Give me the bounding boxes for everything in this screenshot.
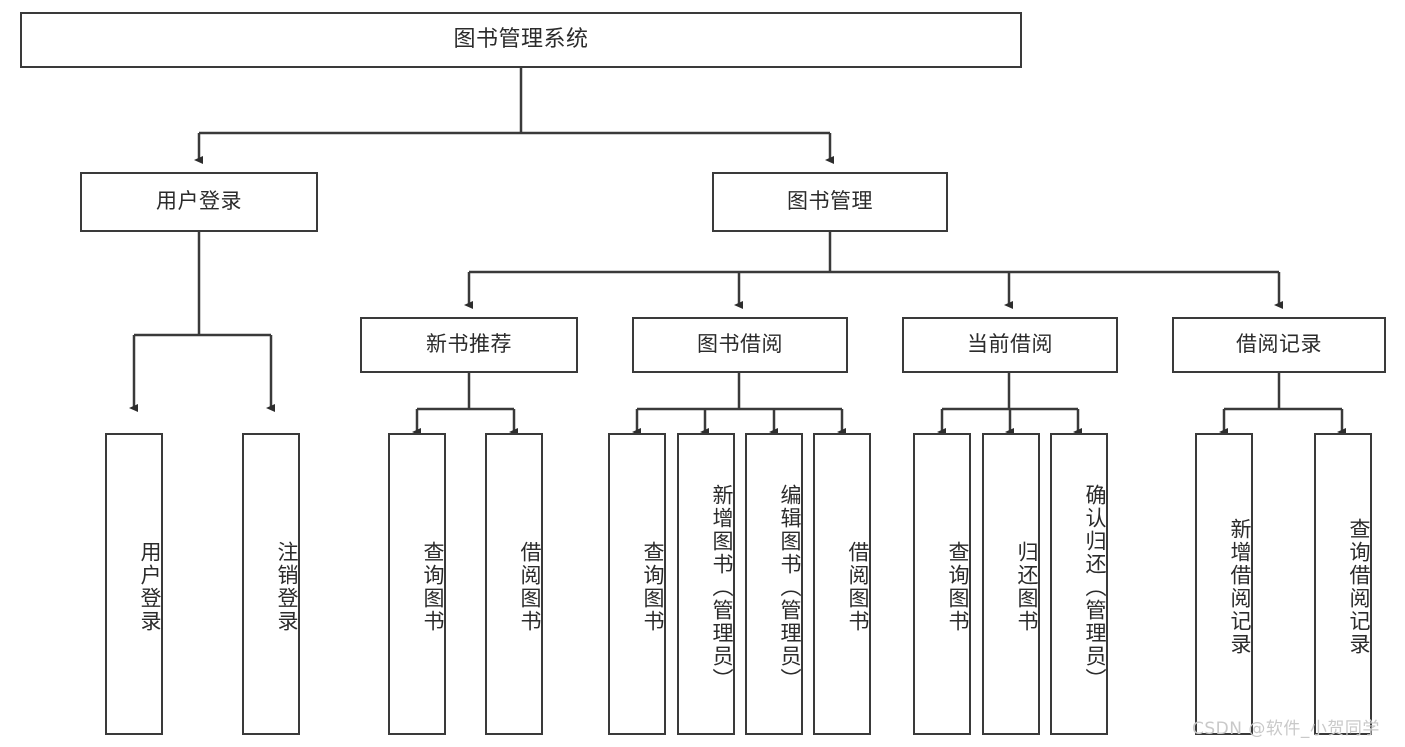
- node-leaf-return-book[interactable]: 归还图书: [982, 433, 1040, 735]
- node-label: 用户登录: [138, 541, 162, 633]
- node-label: 归还图书: [1015, 541, 1039, 633]
- csdn-watermark: CSDN @软件_小贺同学: [1192, 714, 1380, 739]
- node-label: 用户登录: [156, 189, 242, 214]
- node-label: 图书管理系统: [453, 26, 589, 52]
- node-book-borrow[interactable]: 图书借阅: [632, 317, 848, 373]
- node-label: 图书借阅: [697, 332, 783, 357]
- node-label: 查询借阅记录: [1347, 518, 1371, 656]
- node-label: 借阅图书: [518, 541, 542, 633]
- node-label: 借阅图书: [846, 541, 870, 633]
- node-new-book-recommend[interactable]: 新书推荐: [360, 317, 578, 373]
- node-label: 查询图书: [421, 541, 445, 633]
- node-leaf-logout-login[interactable]: 注销登录: [242, 433, 300, 735]
- node-label: 注销登录: [275, 541, 299, 633]
- node-leaf-confirm-return-admin[interactable]: 确认归还（管理员）: [1050, 433, 1108, 735]
- node-label: 当前借阅: [967, 332, 1053, 357]
- node-label: 编辑图书（管理员）: [778, 483, 802, 691]
- node-label: 借阅记录: [1236, 332, 1322, 357]
- node-label: 确认归还（管理员）: [1083, 483, 1107, 691]
- node-borrow-record[interactable]: 借阅记录: [1172, 317, 1386, 373]
- node-leaf-query-book-2[interactable]: 查询图书: [608, 433, 666, 735]
- node-leaf-borrow-book-1[interactable]: 借阅图书: [485, 433, 543, 735]
- node-leaf-borrow-book-2[interactable]: 借阅图书: [813, 433, 871, 735]
- node-label: 查询图书: [641, 541, 665, 633]
- node-leaf-user-login[interactable]: 用户登录: [105, 433, 163, 735]
- node-label: 新书推荐: [426, 332, 512, 357]
- node-leaf-add-book-admin[interactable]: 新增图书（管理员）: [677, 433, 735, 735]
- node-leaf-add-borrow-record[interactable]: 新增借阅记录: [1195, 433, 1253, 735]
- node-label: 新增图书（管理员）: [710, 483, 734, 691]
- node-current-borrow[interactable]: 当前借阅: [902, 317, 1118, 373]
- node-user-login[interactable]: 用户登录: [80, 172, 318, 232]
- node-book-management-system[interactable]: 图书管理系统: [20, 12, 1022, 68]
- node-label: 图书管理: [787, 189, 873, 214]
- node-leaf-query-book-1[interactable]: 查询图书: [388, 433, 446, 735]
- node-leaf-edit-book-admin[interactable]: 编辑图书（管理员）: [745, 433, 803, 735]
- watermark-text: CSDN @软件_小贺同学: [1192, 719, 1380, 739]
- node-book-management[interactable]: 图书管理: [712, 172, 948, 232]
- node-leaf-query-borrow-record[interactable]: 查询借阅记录: [1314, 433, 1372, 735]
- node-label: 查询图书: [946, 541, 970, 633]
- node-label: 新增借阅记录: [1228, 518, 1252, 656]
- node-leaf-query-book-3[interactable]: 查询图书: [913, 433, 971, 735]
